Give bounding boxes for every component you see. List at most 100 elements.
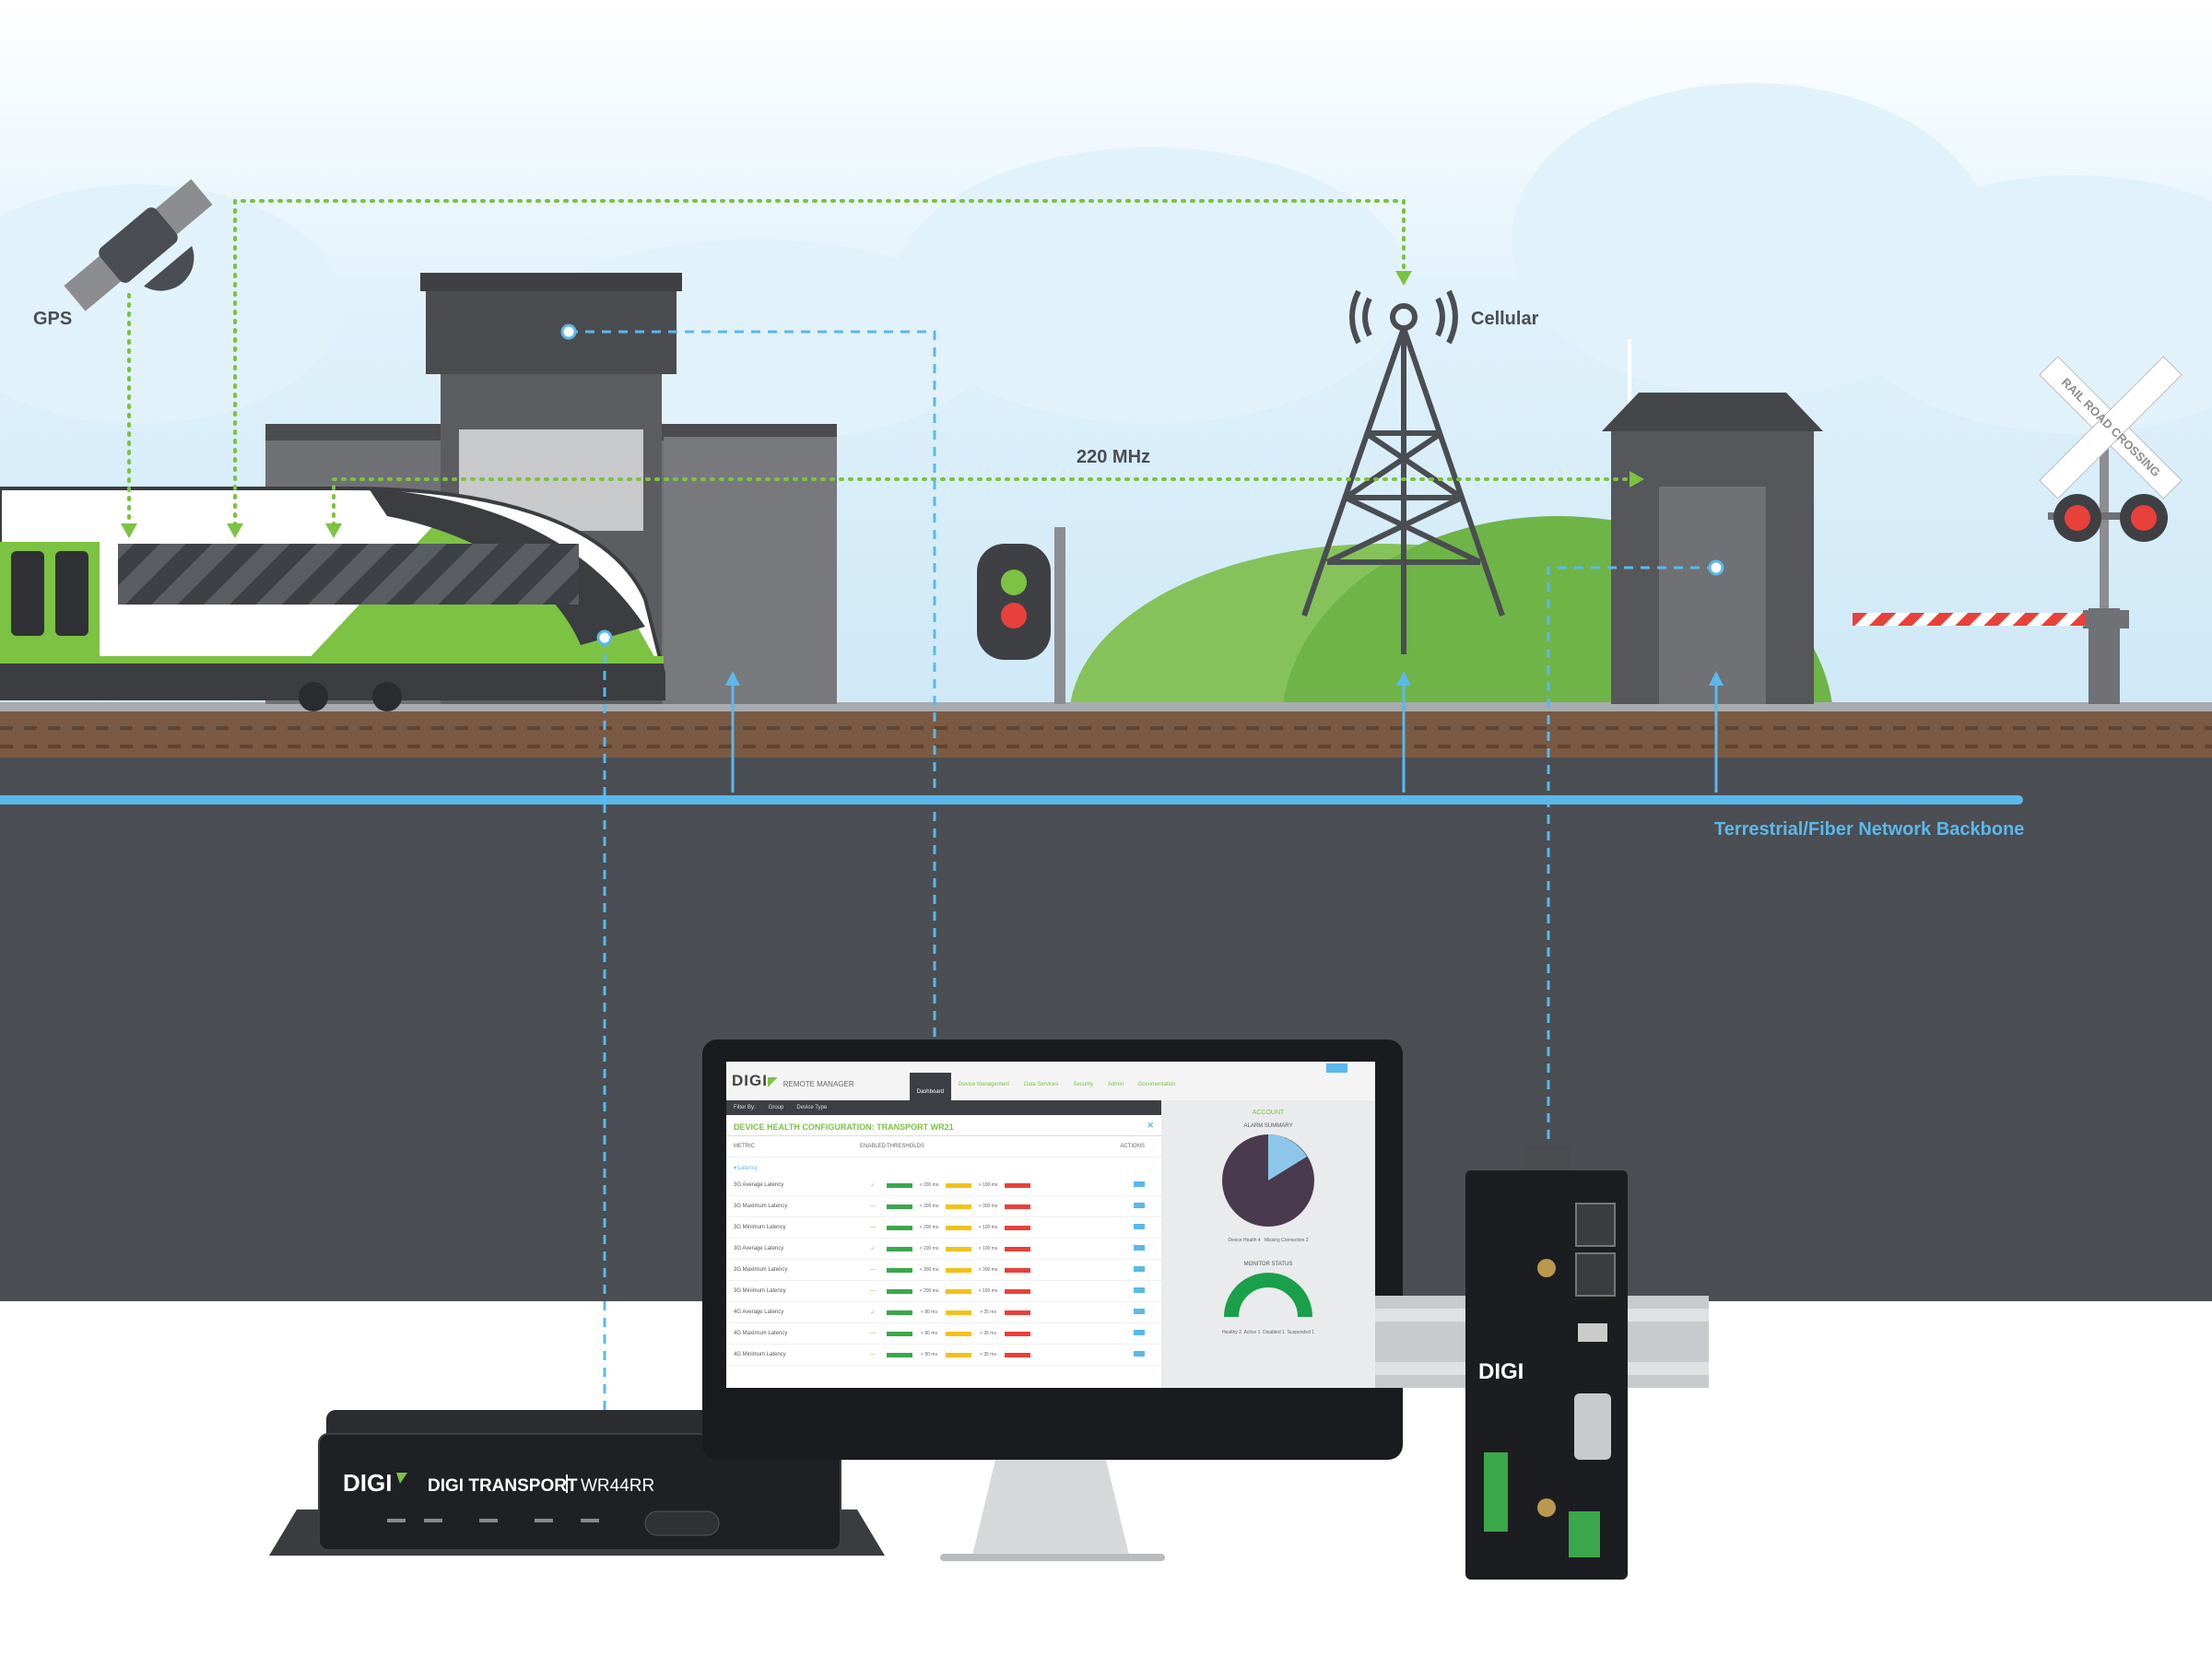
rm-header: DIGI ◤ REMOTE MANAGER Dashboard Device M… [726, 1062, 1375, 1101]
table-row: 3G Minimum Latency—< 200 ms> 100 ms [726, 1217, 1161, 1239]
cellular-tower [1301, 289, 1505, 654]
rm-row-enabled[interactable]: — [870, 1204, 876, 1209]
threshold-warning-pill [946, 1352, 971, 1357]
rm-row-enabled[interactable]: — [870, 1352, 876, 1357]
rail-surface [0, 702, 2212, 711]
table-row: 3G Maximum Latency—< 300 ms> 300 ms [726, 1260, 1161, 1281]
rm-filter-device-type[interactable]: Device Type [796, 1105, 828, 1110]
edit-button[interactable] [1134, 1330, 1145, 1335]
din-rail-device: DIGI [1373, 1146, 1709, 1580]
rm-nav: Dashboard Device Management Data Service… [909, 1062, 1183, 1100]
rm-alarm-pie [1222, 1134, 1314, 1227]
remote-manager-screen: DIGI ◤ REMOTE MANAGER Dashboard Device M… [726, 1062, 1375, 1388]
threshold-value-1: < 200 ms [919, 1288, 939, 1294]
edit-button[interactable] [1134, 1181, 1145, 1187]
rm-nav-documentation[interactable]: Documentation [1138, 1082, 1176, 1087]
rm-row-actions [1117, 1203, 1145, 1210]
rm-group-latency[interactable]: ▾ Latency [734, 1166, 758, 1171]
train [0, 487, 665, 711]
rm-row-actions [1117, 1266, 1145, 1274]
rm-filter-group[interactable]: Group [768, 1105, 784, 1110]
din-device-brand: DIGI [1478, 1359, 1524, 1384]
rm-row-actions [1117, 1287, 1145, 1295]
rm-col-actions: ACTIONS [1120, 1144, 1145, 1149]
threshold-warning-pill [946, 1331, 971, 1336]
rm-col-thresholds: THRESHOLDS [887, 1144, 925, 1149]
threshold-value-1: < 200 ms [919, 1182, 939, 1188]
rm-row-enabled[interactable]: ✓ [870, 1182, 876, 1189]
threshold-healthy-pill [887, 1352, 912, 1357]
device-links [569, 330, 1716, 1427]
edit-button[interactable] [1134, 1287, 1145, 1293]
threshold-value-2: > 35 ms [980, 1352, 996, 1357]
rm-row-enabled[interactable]: — [870, 1267, 876, 1273]
rm-nav-device-management[interactable]: Device Management [959, 1082, 1010, 1087]
router-product: DIGI TRANSPORT [428, 1476, 578, 1496]
rm-monitor-legend: Healthy 2 Active 1 Disabled 1 Suspended … [1161, 1330, 1375, 1335]
rm-row-actions [1117, 1351, 1145, 1358]
rm-row-actions [1117, 1309, 1145, 1316]
rm-monitor-legend-3: Disabled 1 [1263, 1330, 1285, 1335]
table-row: 3G Average Latency ✓ < 200 ms> 100 ms [726, 1175, 1161, 1196]
radio-220mhz-label: 220 MHz [1077, 447, 1150, 467]
table-row: 3G Maximum Latency—< 300 ms> 300 ms [726, 1196, 1161, 1217]
threshold-critical-pill [1005, 1288, 1030, 1294]
rm-app-title: REMOTE MANAGER [782, 1079, 854, 1088]
rm-row-enabled[interactable]: ✓ [870, 1246, 876, 1252]
threshold-critical-pill [1005, 1182, 1030, 1188]
threshold-critical-pill [1005, 1267, 1030, 1273]
threshold-warning-pill [946, 1246, 971, 1251]
rm-filter-bar: Filter By: Group Device Type [726, 1100, 1169, 1115]
threshold-critical-pill [1005, 1310, 1030, 1315]
rm-account-title: ACCOUNT [1252, 1110, 1285, 1116]
threshold-value-1: < 80 ms [921, 1352, 937, 1357]
threshold-warning-pill [946, 1182, 971, 1188]
rm-nav-data-services[interactable]: Data Services [1024, 1082, 1059, 1087]
edit-button[interactable] [1134, 1309, 1145, 1314]
edit-button[interactable] [1134, 1224, 1145, 1229]
rm-row-enabled[interactable]: — [870, 1225, 876, 1230]
rm-row-enabled[interactable]: — [870, 1288, 876, 1294]
rm-row-thresholds: < 200 ms> 100 ms [887, 1182, 1117, 1188]
threshold-healthy-pill [887, 1331, 912, 1336]
rm-monitor-gauge [1224, 1273, 1312, 1318]
rm-logo-mark-icon: ◤ [767, 1073, 778, 1088]
rm-nav-dashboard[interactable]: Dashboard [909, 1073, 951, 1100]
rm-row-enabled[interactable]: ✓ [870, 1310, 876, 1316]
rm-row-metric: 3G Average Latency [734, 1182, 784, 1188]
rm-alarm-title: ALARM SUMMARY [1243, 1123, 1293, 1129]
table-row: 3G Minimum Latency—< 200 ms> 100 ms [726, 1281, 1161, 1302]
threshold-healthy-pill [887, 1310, 912, 1315]
edit-button[interactable] [1134, 1266, 1145, 1272]
edit-button[interactable] [1134, 1351, 1145, 1357]
rm-account-button[interactable] [1325, 1063, 1347, 1073]
rm-close-icon[interactable]: ✕ [1147, 1121, 1154, 1130]
table-row: 3G Average Latency✓< 200 ms> 100 ms [726, 1239, 1161, 1260]
wireless-arrowheads [121, 271, 1644, 538]
threshold-value-2: > 35 ms [980, 1331, 996, 1336]
rm-row-metric: 3G Minimum Latency [734, 1225, 786, 1230]
rm-row-thresholds: < 80 ms> 35 ms [887, 1310, 1117, 1315]
threshold-healthy-pill [887, 1225, 912, 1230]
edit-button[interactable] [1134, 1203, 1145, 1208]
rail-bed [0, 711, 2212, 758]
edit-button[interactable] [1134, 1245, 1145, 1251]
threshold-warning-pill [946, 1225, 971, 1230]
rm-row-thresholds: < 300 ms> 300 ms [887, 1267, 1117, 1273]
backbone-arrows [725, 671, 1724, 793]
threshold-value-1: < 300 ms [919, 1204, 939, 1209]
rm-row-enabled[interactable]: — [870, 1331, 876, 1336]
threshold-warning-pill [946, 1288, 971, 1294]
rm-row-thresholds: < 200 ms> 100 ms [887, 1246, 1117, 1251]
rm-alarm-legend: Device Health 4 Missing Connection 2 [1161, 1238, 1375, 1243]
cellular-label: Cellular [1471, 309, 1539, 329]
threshold-value-2: > 100 ms [978, 1246, 998, 1251]
rm-nav-admin[interactable]: Admin [1108, 1082, 1124, 1087]
threshold-value-2: > 300 ms [978, 1267, 998, 1273]
threshold-warning-pill [946, 1310, 971, 1315]
backbone-label: Terrestrial/Fiber Network Backbone [1714, 819, 2024, 840]
rm-page-title: DEVICE HEALTH CONFIGURATION: TRANSPORT W… [726, 1115, 1161, 1136]
satellite-icon [64, 179, 213, 311]
rm-nav-security[interactable]: Security [1073, 1082, 1094, 1087]
